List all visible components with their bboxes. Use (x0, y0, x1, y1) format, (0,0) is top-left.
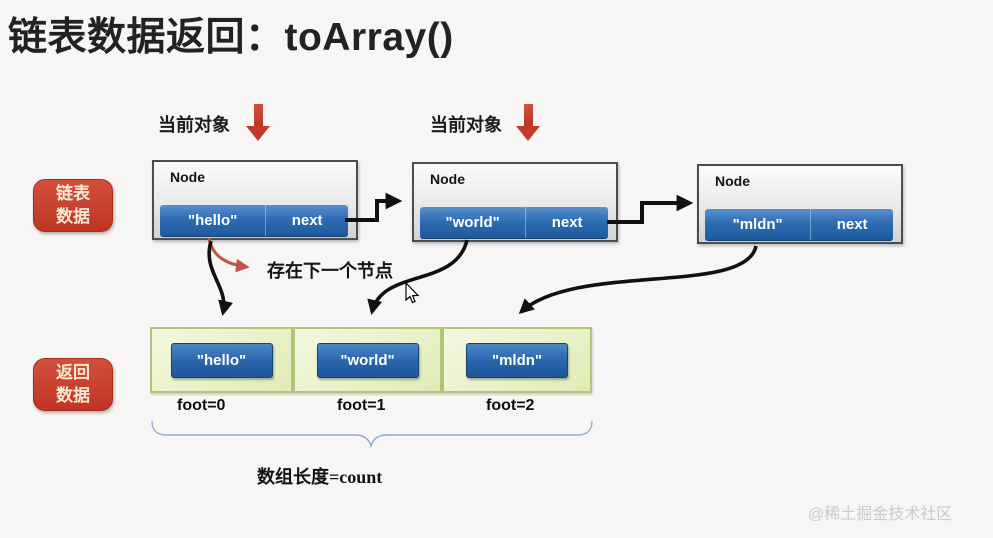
down-arrow-icon (516, 104, 540, 142)
array-cell-1: "world" (293, 327, 442, 393)
brace (151, 420, 593, 449)
mouse-cursor-icon (405, 281, 420, 304)
node-box-2: Node "world" next (412, 162, 618, 242)
node-bar: "hello" next (160, 205, 348, 237)
next-node-note: 存在下一个节点 (267, 261, 393, 281)
current-object-label-1: 当前对象 (158, 115, 230, 135)
foot-label-1: foot=1 (337, 397, 386, 414)
node-title: Node (430, 171, 465, 187)
next-pointer-arrow-2 (607, 194, 694, 224)
node-value-cell: "world" (420, 207, 527, 238)
copy-arrow-1 (207, 240, 233, 316)
array-value-box: "mldn" (466, 342, 568, 378)
node-next-cell: next (551, 214, 583, 231)
array-length-label: 数组长度=count (257, 467, 383, 487)
node-bar: "world" next (420, 207, 608, 239)
node-next-cell: next (836, 216, 868, 233)
node-title: Node (170, 169, 205, 185)
page-title: 链表数据返回：toArray() (8, 16, 454, 59)
foot-label-2: foot=2 (486, 397, 535, 414)
node-next-cell: next (291, 212, 323, 229)
copy-arrow-3 (518, 245, 758, 315)
node-bar: "mldn" next (705, 209, 893, 241)
foot-label-0: foot=0 (177, 397, 226, 414)
down-arrow-icon (246, 104, 270, 142)
node-value-cell: "hello" (160, 205, 267, 236)
watermark: @稀土掘金技术社区 (808, 506, 953, 523)
current-object-label-2: 当前对象 (430, 115, 502, 135)
node-box-1: Node "hello" next (152, 160, 358, 240)
array-value-box: "hello" (170, 342, 273, 378)
linked-list-data-badge: 链表 数据 (33, 179, 113, 232)
array-value-box: "world" (316, 342, 419, 378)
node-title: Node (715, 173, 750, 189)
array-cell-0: "hello" (150, 327, 293, 393)
return-data-badge: 返回 数据 (33, 358, 113, 411)
note-arrow-icon (207, 237, 250, 273)
array-cell-2: "mldn" (442, 327, 592, 393)
node-box-3: Node "mldn" next (697, 164, 903, 244)
node-value-cell: "mldn" (705, 209, 812, 240)
